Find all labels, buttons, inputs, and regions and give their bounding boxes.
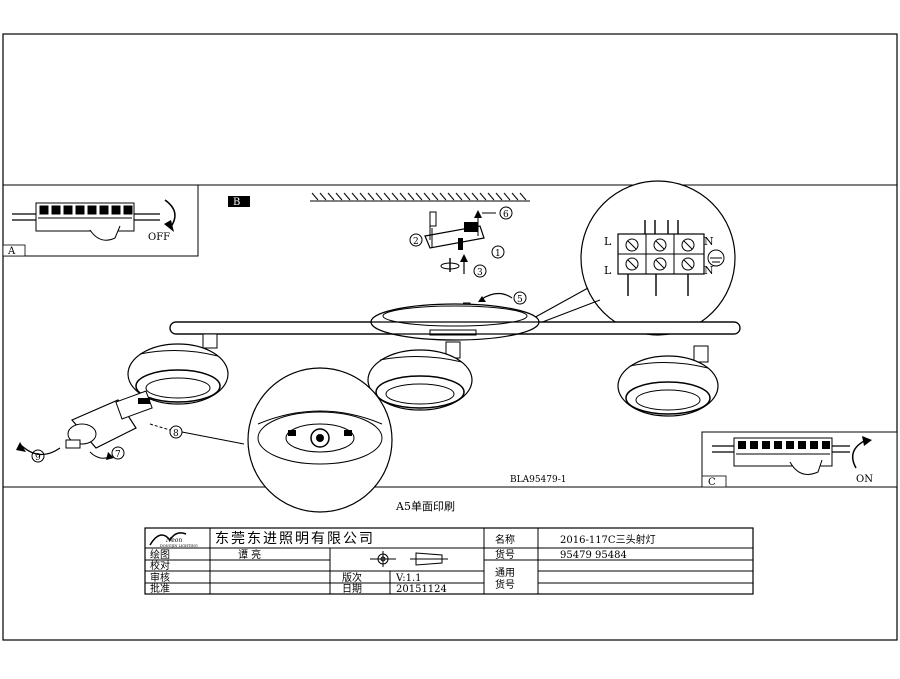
panel-a-tag-box (2, 244, 26, 257)
fixture-bar (169, 303, 741, 341)
audit-label: 审核 (150, 571, 170, 584)
approve-label: 批准 (150, 582, 170, 595)
panel-a-switch-off: A OFF (2, 184, 199, 257)
svg-text:2: 2 (413, 237, 419, 247)
lock-ring-icon (65, 439, 81, 449)
common-code-label-2: 货号 (495, 578, 515, 591)
step-6-marker (499, 206, 513, 220)
svg-text:6: 6 (503, 210, 509, 220)
version-label: 版次 (342, 571, 362, 584)
svg-text:DONGJIN LIGHTING: DONGJIN LIGHTING (160, 544, 198, 548)
draw-label: 绘图 (150, 548, 170, 561)
panel-b-label: B (228, 196, 250, 208)
step-1-marker (491, 245, 505, 259)
terminal-n-top: N (704, 235, 714, 248)
outer-frame (2, 33, 898, 641)
on-label: ON (856, 474, 873, 485)
svg-text:7: 7 (115, 450, 121, 460)
step-3-marker (473, 264, 487, 278)
name-label: 名称 (495, 533, 515, 546)
rotate-arrow-icon-9 (21, 445, 61, 456)
date-label: 日期 (342, 583, 362, 595)
code-label: 货号 (495, 548, 515, 561)
hand-icon-c (789, 459, 823, 475)
company-name: 东莞东进照明有限公司 (215, 531, 375, 547)
svg-text:3: 3 (477, 268, 483, 278)
wiring-detail: L L N N (529, 180, 736, 336)
screw-icon-2 (429, 211, 437, 227)
terminal-l-top: L (604, 235, 612, 248)
spotlight-left (127, 333, 229, 405)
check-label: 校对 (150, 559, 170, 572)
common-code-label-1: 通用 (495, 567, 515, 579)
spotlight-center (367, 341, 473, 411)
draw-value: 谭 亮 (238, 548, 261, 561)
screw-icon-1 (458, 238, 463, 250)
mounting-bracket-assembly (424, 210, 496, 274)
spotlight-right (617, 345, 719, 417)
svg-text:Neon: Neon (165, 537, 182, 544)
svg-text:1: 1 (495, 249, 501, 259)
panel-a-tag: A (7, 246, 16, 257)
panel-c-tag: C (708, 477, 716, 488)
date-value: 20151124 (396, 584, 447, 595)
svg-text:9: 9 (35, 453, 41, 463)
title-block (144, 527, 754, 595)
svg-text:8: 8 (173, 429, 179, 439)
name-value: 2016-117C三头射灯 (560, 534, 656, 546)
svg-text:B: B (233, 197, 240, 208)
off-label: OFF (148, 232, 170, 243)
hand-icon-a (89, 225, 121, 241)
socket-detail (181, 367, 393, 513)
ceiling-hatch (310, 192, 530, 202)
version-value: V:1.1 (395, 573, 422, 584)
company-logo: Neon DONGJIN LIGHTING (149, 532, 198, 548)
connector-block (464, 222, 478, 232)
svg-text:5: 5 (517, 295, 523, 305)
terminal-n-bottom: N (704, 264, 714, 277)
rotate-arrow-icon-5 (479, 292, 513, 301)
print-note: A5单面印刷 (395, 500, 455, 513)
step-2-marker (409, 233, 423, 247)
bulb-exploded-view (16, 390, 171, 460)
terminal-l-bottom: L (604, 264, 612, 277)
model-code: BLA95479-1 (510, 475, 567, 485)
step-7-marker (111, 446, 125, 460)
on-rotate-arrow-icon (851, 439, 867, 469)
step-5-marker (513, 291, 527, 305)
code-value: 95479 95484 (560, 550, 627, 561)
panel-c-switch-on: C ON (701, 431, 898, 488)
